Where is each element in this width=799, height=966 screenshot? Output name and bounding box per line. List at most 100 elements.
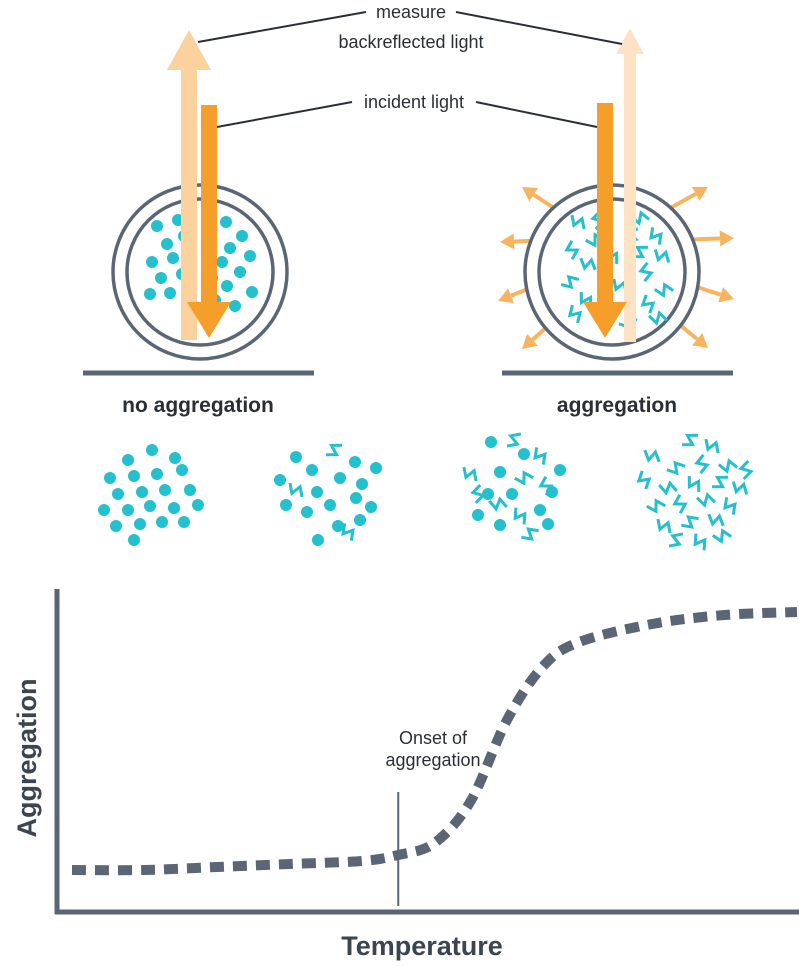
particle-dot bbox=[104, 472, 116, 484]
particle-dot bbox=[161, 238, 173, 250]
particle-dot bbox=[485, 436, 497, 448]
aggregate-fibril bbox=[712, 475, 728, 489]
particle-dot bbox=[370, 462, 382, 474]
particle-dot bbox=[349, 456, 361, 468]
particle-dot bbox=[554, 464, 566, 476]
left-incident-arrow bbox=[187, 105, 231, 338]
particle-dot bbox=[542, 518, 554, 530]
aggregate-fibril bbox=[711, 528, 733, 544]
aggregate-fibril bbox=[717, 458, 739, 474]
particle-dot bbox=[472, 509, 484, 521]
aggregate-fibril bbox=[564, 240, 580, 260]
particle-dot bbox=[192, 499, 204, 511]
particle-dot bbox=[518, 448, 530, 460]
aggregate-fibril bbox=[695, 492, 717, 508]
aggregate-fibril bbox=[707, 513, 725, 527]
x-axis-label: Temperature bbox=[341, 931, 503, 961]
callouts: measure backreflected light incident lig… bbox=[197, 2, 623, 128]
particle-dot bbox=[220, 216, 232, 228]
particle-dot bbox=[494, 466, 506, 478]
aggregate-fibril bbox=[643, 449, 661, 463]
aggregation-chart: Onset of aggregation Temperature Aggrega… bbox=[12, 589, 799, 961]
aggregate-fibril bbox=[636, 470, 652, 490]
left-sample bbox=[83, 30, 314, 376]
no-aggregation-label: no aggregation bbox=[122, 394, 274, 417]
onset-label-line2: aggregation bbox=[385, 750, 480, 770]
particle-dot bbox=[332, 520, 344, 532]
particle-dot bbox=[159, 484, 171, 496]
particle-dot bbox=[98, 504, 110, 516]
particle-dot bbox=[128, 470, 140, 482]
aggregate-fibril bbox=[656, 518, 672, 534]
cluster-stage-3 bbox=[462, 432, 566, 541]
particle-dot bbox=[144, 500, 156, 512]
aggregate-fibril bbox=[649, 227, 663, 245]
particle-dot bbox=[306, 464, 318, 476]
aggregate-fibril bbox=[653, 249, 671, 263]
aggregate-fibril bbox=[560, 274, 580, 290]
particle-dot bbox=[301, 506, 313, 518]
aggregate-fibril bbox=[462, 466, 478, 482]
particle-dot bbox=[246, 286, 258, 298]
aggregate-fibril bbox=[570, 214, 586, 230]
backreflected-label: backreflected light bbox=[338, 32, 483, 52]
particle-dot bbox=[167, 252, 179, 264]
incident-label: incident light bbox=[364, 92, 464, 112]
aggregate-fibril bbox=[632, 245, 648, 259]
particle-dot bbox=[146, 444, 158, 456]
aggregate-fibril bbox=[470, 483, 486, 505]
particle-dot bbox=[136, 486, 148, 498]
particle-dot bbox=[506, 488, 518, 500]
particle-dot bbox=[128, 534, 140, 546]
particle-dot bbox=[354, 514, 366, 526]
particle-dot bbox=[229, 300, 241, 312]
left-backreflected-arrow bbox=[167, 30, 211, 340]
particle-dot bbox=[216, 256, 228, 268]
aggregation-curve bbox=[71, 607, 798, 876]
particle-dot bbox=[110, 520, 122, 532]
particle-dot bbox=[236, 230, 248, 242]
particle-dot bbox=[274, 474, 286, 486]
particle-dot bbox=[155, 272, 167, 284]
particle-dot bbox=[176, 464, 188, 476]
aggregate-fibril bbox=[579, 257, 597, 271]
right-sample bbox=[498, 28, 734, 376]
onset-label-line1: Onset of bbox=[399, 728, 468, 748]
particle-dot bbox=[221, 280, 233, 292]
particle-dot bbox=[311, 486, 323, 498]
aggregate-fibril bbox=[666, 460, 686, 476]
particle-dot bbox=[168, 502, 180, 514]
aggregate-fibril bbox=[738, 459, 754, 481]
particle-dot bbox=[164, 287, 176, 299]
particle-dot bbox=[224, 242, 236, 254]
aggregate-fibril bbox=[672, 494, 688, 514]
particle-dot bbox=[146, 256, 158, 268]
aggregate-fibril bbox=[638, 261, 654, 283]
particle-dot bbox=[350, 492, 362, 504]
right-incident-arrow bbox=[583, 103, 627, 338]
particle-dot bbox=[112, 488, 124, 500]
aggregate-fibril bbox=[723, 497, 737, 515]
aggregate-fibril bbox=[506, 432, 522, 448]
aggregate-fibril bbox=[681, 515, 699, 529]
particle-dot bbox=[151, 220, 163, 232]
aggregation-label: aggregation bbox=[557, 394, 677, 417]
aggregate-fibril bbox=[538, 476, 554, 496]
particle-dot bbox=[122, 504, 134, 516]
particle-dot bbox=[234, 266, 246, 278]
aggregate-fibril bbox=[533, 447, 547, 465]
particle-dot bbox=[178, 516, 190, 528]
aggregate-fibril bbox=[682, 433, 698, 447]
cluster-stage-4 bbox=[636, 433, 754, 551]
aggregate-fibril bbox=[513, 507, 527, 525]
aggregate-fibril bbox=[646, 498, 666, 514]
aggregate-fibril bbox=[687, 476, 701, 492]
particle-dot bbox=[494, 519, 506, 531]
particle-dot bbox=[280, 499, 292, 511]
particle-dot bbox=[169, 452, 181, 464]
particle-dot bbox=[356, 478, 368, 490]
particle-dot bbox=[290, 451, 302, 463]
particle-dot bbox=[122, 454, 134, 466]
particle-dot bbox=[144, 288, 156, 300]
particle-dot bbox=[324, 499, 336, 511]
